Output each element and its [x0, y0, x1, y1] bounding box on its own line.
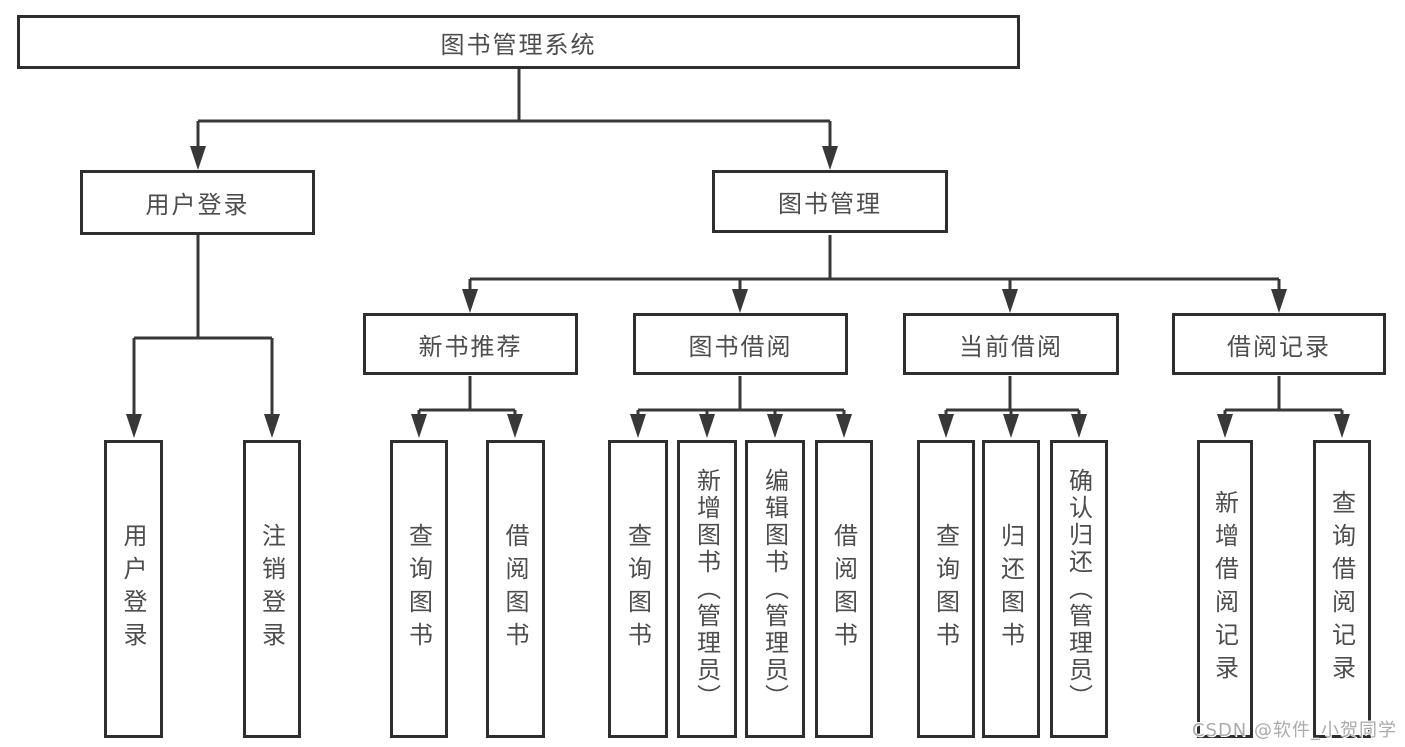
leaf-bb-edit-books-admin: 编辑图书（管理员） [745, 440, 805, 738]
leaf-cb-query-books: 查询图书 [917, 440, 975, 738]
node-new-book-recommend: 新书推荐 [363, 313, 578, 375]
connector-book-borrow-to-leaves [636, 376, 846, 418]
node-book-borrowing: 图书借阅 [633, 313, 848, 375]
connector-root-to-level2 [196, 68, 832, 148]
leaf-user-login: 用户登录 [104, 440, 163, 738]
node-user-login: 用户登录 [80, 170, 315, 235]
leaf-nbr-query-books: 查询图书 [390, 440, 448, 738]
connector-user-login-to-leaves [132, 235, 274, 418]
node-borrowing-records: 借阅记录 [1172, 313, 1386, 375]
node-current-borrowing: 当前借阅 [903, 313, 1119, 375]
root-node-library-management-system: 图书管理系统 [17, 15, 1020, 69]
connector-book-mgmt-to-level3 [468, 235, 1281, 292]
leaf-nbr-borrow-books: 借阅图书 [486, 440, 545, 738]
arrowheads [126, 146, 1350, 438]
leaf-bb-query-books: 查询图书 [608, 440, 668, 738]
csdn-watermark: CSDN @软件_小贺同学 [1191, 720, 1397, 741]
leaf-br-query-record: 查询借阅记录 [1313, 440, 1371, 738]
connector-current-borrow-to-leaves [944, 376, 1081, 418]
leaf-bb-borrow-books: 借阅图书 [815, 440, 873, 738]
connector-new-book-to-leaves [417, 376, 517, 418]
leaf-br-add-record: 新增借阅记录 [1197, 440, 1253, 738]
node-book-management: 图书管理 [712, 170, 948, 233]
connector-borrow-records-to-leaves [1223, 376, 1344, 418]
leaf-bb-add-books-admin: 新增图书（管理员） [677, 440, 737, 738]
leaf-cb-confirm-return-admin: 确认归还（管理员） [1050, 440, 1108, 738]
leaf-logout: 注销登录 [243, 440, 301, 738]
leaf-cb-return-books: 归还图书 [982, 440, 1040, 738]
